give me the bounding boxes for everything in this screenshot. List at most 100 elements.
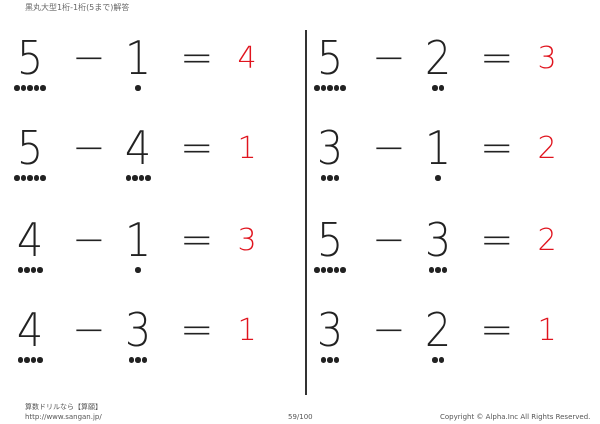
counting-dot bbox=[327, 85, 333, 91]
minuend-dots bbox=[310, 357, 350, 363]
page-number: 59/100 bbox=[288, 413, 313, 421]
counting-dot bbox=[33, 85, 40, 91]
counting-dot bbox=[320, 85, 327, 91]
counting-dot bbox=[333, 267, 340, 273]
subtrahend: 2 bbox=[424, 303, 452, 357]
minus-sign: − bbox=[372, 35, 406, 81]
column-divider bbox=[305, 30, 307, 395]
minus-sign: − bbox=[72, 307, 106, 353]
counting-dot bbox=[141, 357, 148, 363]
counting-dot bbox=[327, 267, 333, 273]
counting-dot bbox=[37, 357, 43, 363]
counting-dot bbox=[17, 267, 23, 273]
minuend: 5 bbox=[316, 31, 344, 85]
equals-sign: = bbox=[480, 307, 514, 353]
equals-sign: = bbox=[180, 35, 214, 81]
minus-sign: − bbox=[72, 35, 106, 81]
footer-brand: 算数ドリルなら【算願】 bbox=[25, 403, 102, 411]
counting-dot bbox=[125, 175, 131, 181]
counting-dot bbox=[27, 175, 33, 181]
counting-dot bbox=[33, 175, 40, 181]
subtrahend-dots bbox=[418, 267, 458, 273]
counting-dot bbox=[314, 85, 320, 91]
minus-sign: − bbox=[72, 125, 106, 171]
minus-sign: − bbox=[372, 307, 406, 353]
counting-dot bbox=[441, 267, 448, 273]
counting-dot bbox=[135, 357, 141, 363]
counting-dot bbox=[17, 357, 23, 363]
counting-dot bbox=[333, 175, 340, 181]
counting-dot bbox=[20, 85, 27, 91]
equals-sign: = bbox=[480, 125, 514, 171]
counting-dot bbox=[37, 267, 43, 273]
minuend: 3 bbox=[316, 303, 344, 357]
counting-dot bbox=[132, 175, 138, 181]
minuend: 4 bbox=[16, 213, 44, 267]
answer: 2 bbox=[537, 131, 557, 166]
counting-dot bbox=[20, 175, 27, 181]
subtrahend: 1 bbox=[124, 213, 152, 267]
counting-dot bbox=[14, 85, 20, 91]
subtrahend-dots bbox=[118, 267, 158, 273]
counting-dot bbox=[435, 267, 441, 273]
counting-dot bbox=[320, 175, 327, 181]
problem: 4 − 1 = 3 bbox=[10, 215, 290, 295]
counting-dot bbox=[327, 357, 333, 363]
counting-dot bbox=[432, 85, 438, 91]
problem: 5 − 4 = 1 bbox=[10, 123, 290, 203]
counting-dot bbox=[138, 175, 144, 181]
problem: 5 − 3 = 2 bbox=[310, 215, 590, 295]
minuend: 3 bbox=[316, 121, 344, 175]
counting-dot bbox=[14, 175, 20, 181]
subtrahend-dots bbox=[118, 357, 158, 363]
equals-sign: = bbox=[180, 217, 214, 263]
counting-dot bbox=[128, 357, 135, 363]
counting-dot bbox=[327, 175, 333, 181]
footer-url[interactable]: http://www.sangan.jp/ bbox=[25, 413, 102, 421]
subtrahend-dots bbox=[118, 175, 158, 181]
counting-dot bbox=[40, 85, 46, 91]
counting-dot bbox=[438, 85, 444, 91]
counting-dot bbox=[438, 357, 444, 363]
counting-dot bbox=[30, 267, 36, 273]
answer: 1 bbox=[237, 131, 257, 166]
problem: 5 − 1 = 4 bbox=[10, 33, 290, 113]
subtrahend-dots bbox=[418, 175, 458, 181]
minuend-dots bbox=[310, 267, 350, 273]
counting-dot bbox=[24, 267, 30, 273]
counting-dot bbox=[27, 85, 33, 91]
counting-dot bbox=[340, 267, 346, 273]
counting-dot bbox=[435, 175, 441, 181]
counting-dot bbox=[320, 357, 327, 363]
counting-dot bbox=[135, 85, 141, 91]
answer: 1 bbox=[237, 313, 257, 348]
answer: 4 bbox=[237, 41, 257, 76]
minuend: 5 bbox=[316, 213, 344, 267]
counting-dot bbox=[333, 85, 340, 91]
answer: 2 bbox=[537, 223, 557, 258]
equals-sign: = bbox=[480, 217, 514, 263]
subtrahend-dots bbox=[118, 85, 158, 91]
minuend-dots bbox=[310, 175, 350, 181]
subtrahend-dots bbox=[418, 357, 458, 363]
counting-dot bbox=[145, 175, 151, 181]
answer: 1 bbox=[537, 313, 557, 348]
subtrahend: 1 bbox=[124, 31, 152, 85]
counting-dot bbox=[24, 357, 30, 363]
counting-dot bbox=[320, 267, 327, 273]
minuend-dots bbox=[10, 175, 50, 181]
minuend-dots bbox=[10, 267, 50, 273]
equals-sign: = bbox=[480, 35, 514, 81]
counting-dot bbox=[314, 267, 320, 273]
problem: 3 − 1 = 2 bbox=[310, 123, 590, 203]
minuend: 4 bbox=[16, 303, 44, 357]
subtrahend: 1 bbox=[424, 121, 452, 175]
subtrahend: 3 bbox=[124, 303, 152, 357]
minus-sign: − bbox=[372, 125, 406, 171]
counting-dot bbox=[40, 175, 46, 181]
counting-dot bbox=[428, 267, 435, 273]
minuend-dots bbox=[10, 357, 50, 363]
minuend: 5 bbox=[16, 31, 44, 85]
copyright: Copyright © Alpha.Inc All Rights Reserve… bbox=[440, 413, 591, 421]
minuend-dots bbox=[10, 85, 50, 91]
